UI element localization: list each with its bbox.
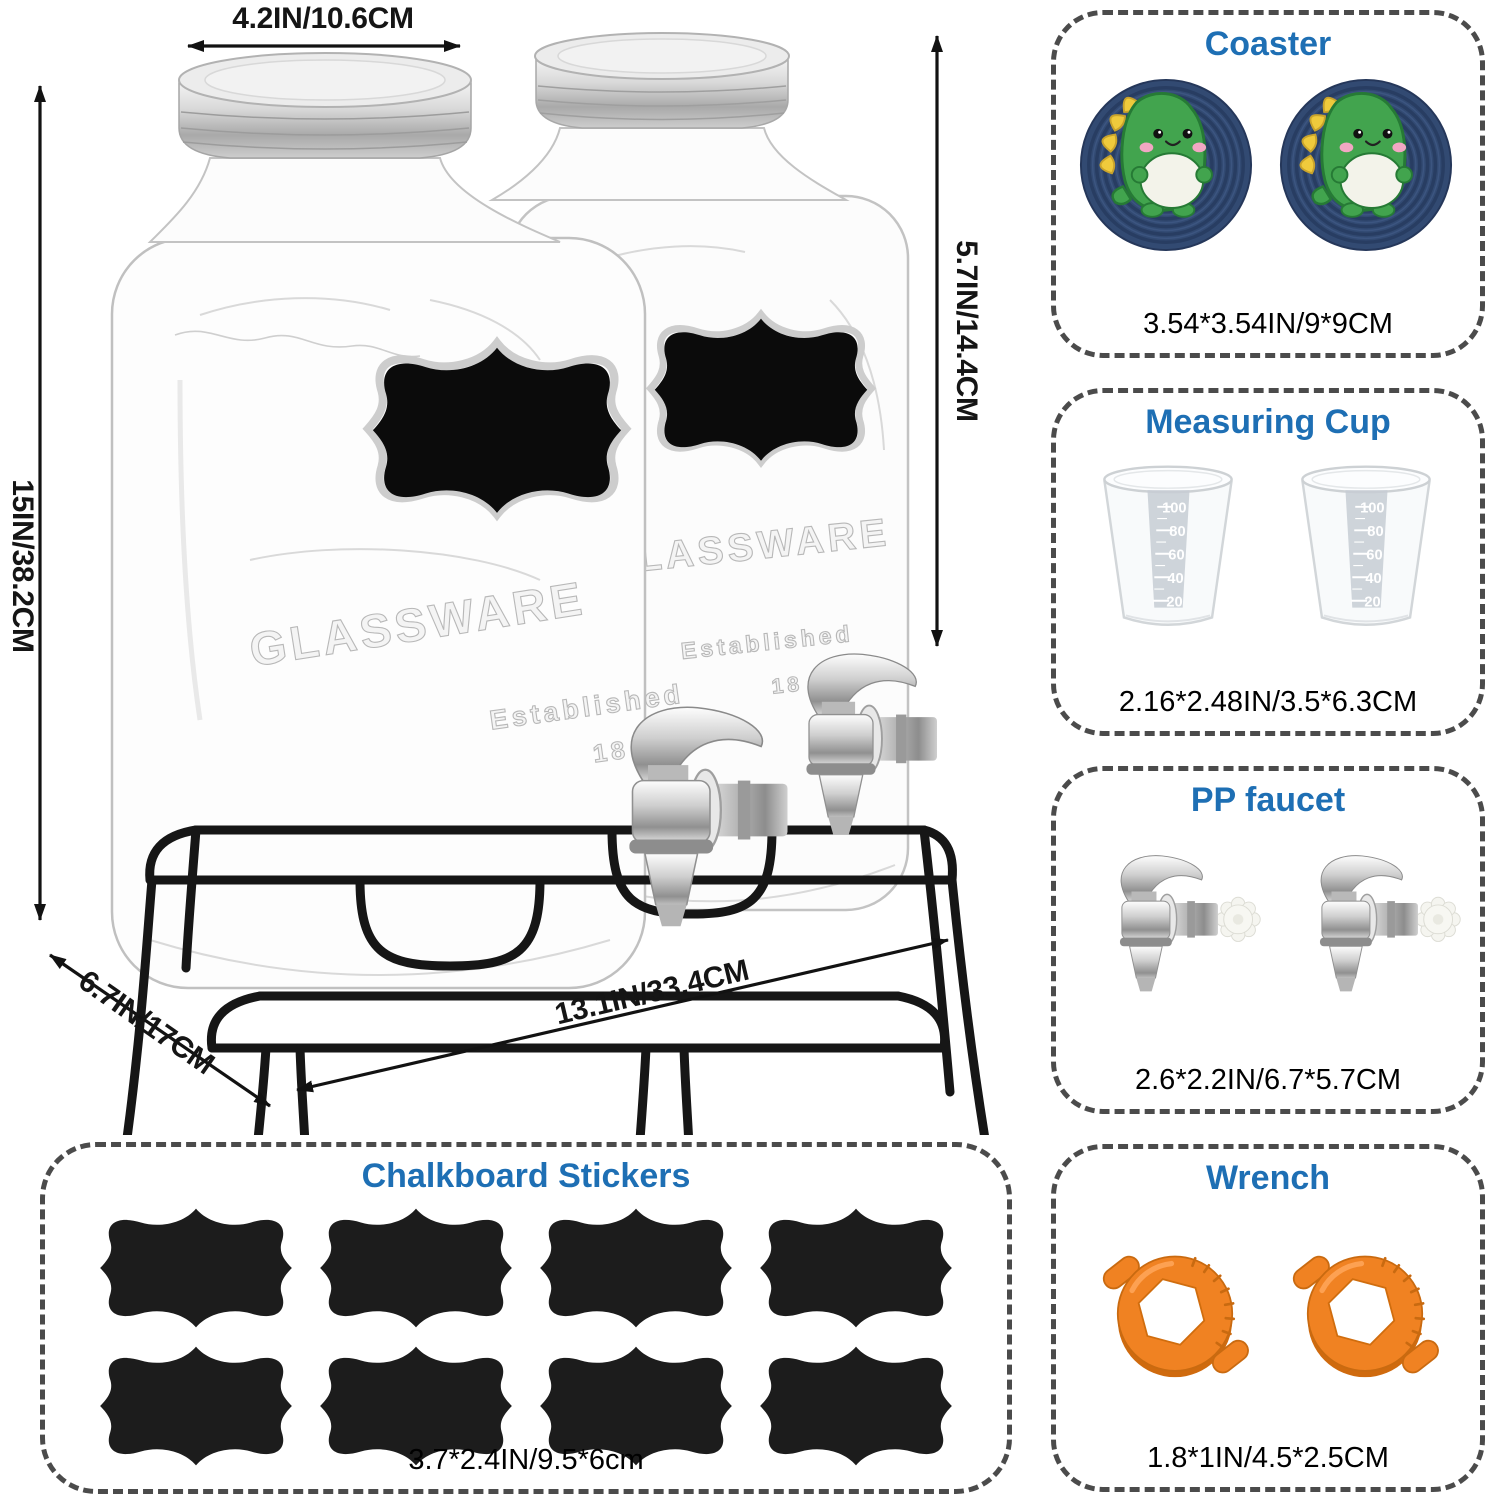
dispenser-illustration: GLASSWARE Established 18 GLASSWARE Estab…	[34, 32, 989, 1135]
dim-total-height: 15IN/38.2CM	[6, 479, 39, 653]
chalkboard-sticker	[760, 1208, 952, 1328]
dimension-arrows	[34, 35, 949, 1108]
panel-wrench: Wrench 1.8*1IN/4.5*2.5CM	[1051, 1144, 1485, 1492]
panel-pp-faucet-title: PP faucet	[1190, 781, 1346, 819]
left-jar-year-emboss: 18	[591, 736, 630, 769]
faucet-illustration	[1270, 849, 1466, 1007]
right-jar-year-emboss: 18	[771, 672, 805, 698]
panel-chalkboard-stickers-size: 3.7*2.4IN/9.5*6cm	[408, 1444, 644, 1476]
left-jar: GLASSWARE Established 18	[110, 52, 686, 990]
panel-coaster-size: 3.54*3.54IN/9*9CM	[1143, 308, 1393, 340]
measuring-cup-illustration	[1103, 465, 1233, 626]
panel-measuring-cup-size: 2.16*2.48IN/3.5*6.3CM	[1118, 686, 1418, 718]
left-jar-chalkboard-label	[368, 343, 626, 515]
wrench-illustration	[1082, 1235, 1268, 1387]
wrench-illustration	[1272, 1235, 1458, 1387]
panel-chalkboard-stickers-title: Chalkboard Stickers	[361, 1157, 691, 1195]
panel-pp-faucet: PP faucet 2.6*2.2IN/6.7*5.7CM	[1051, 766, 1485, 1114]
chalkboard-sticker	[540, 1208, 732, 1328]
panel-measuring-cup: Measuring Cup 2.16*2.48IN/3.5*6.3CM	[1051, 388, 1485, 736]
coaster-illustration	[1279, 78, 1453, 252]
panel-measuring-cup-title: Measuring Cup	[1145, 403, 1391, 441]
chalkboard-sticker	[100, 1208, 292, 1328]
panel-wrench-title: Wrench	[1205, 1159, 1331, 1197]
right-jar-chalkboard-label	[651, 314, 872, 462]
dim-lid-width: 4.2IN/10.6CM	[232, 2, 414, 35]
chalkboard-sticker	[320, 1208, 512, 1328]
dim-jar-height: 5.7IN/14.4CM	[950, 240, 983, 422]
measuring-cup-illustration	[1301, 465, 1431, 626]
coaster-illustration	[1079, 78, 1253, 252]
panel-chalkboard-stickers: Chalkboard Stickers 3.7*2.4IN/9.5*6cm	[40, 1142, 1012, 1494]
panel-wrench-size: 1.8*1IN/4.5*2.5CM	[1147, 1442, 1389, 1474]
panel-pp-faucet-size: 2.6*2.2IN/6.7*5.7CM	[1135, 1064, 1401, 1096]
panel-coaster: Coaster 3.54*3.54IN/9*9CM	[1051, 10, 1485, 358]
sticker-row	[45, 1203, 1007, 1333]
panel-coaster-title: Coaster	[1204, 25, 1332, 63]
faucet-illustration	[1070, 849, 1266, 1007]
